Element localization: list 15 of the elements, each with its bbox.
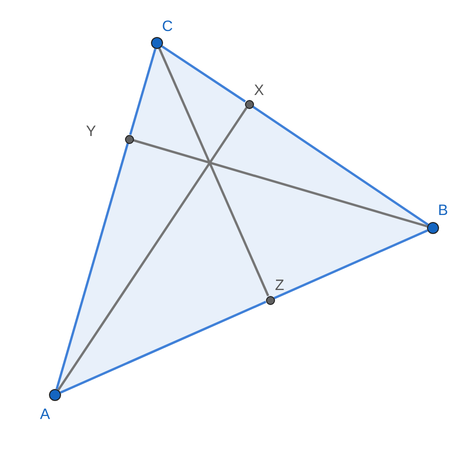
line-segment: [60, 300, 266, 394]
point-label: A: [40, 407, 50, 422]
point-label: B: [438, 203, 448, 218]
line-segment: [161, 45, 246, 102]
line-segment: [274, 229, 428, 300]
point-label: Y: [86, 124, 96, 139]
point-label: C: [162, 19, 173, 34]
line-segment: [133, 139, 428, 228]
point-label: Z: [275, 278, 284, 293]
point-label: X: [254, 83, 264, 98]
line-segment: [57, 107, 248, 391]
line-segment: [56, 143, 129, 390]
line-segment: [129, 48, 156, 135]
line-segment: [158, 48, 270, 296]
line-segment: [252, 106, 429, 226]
